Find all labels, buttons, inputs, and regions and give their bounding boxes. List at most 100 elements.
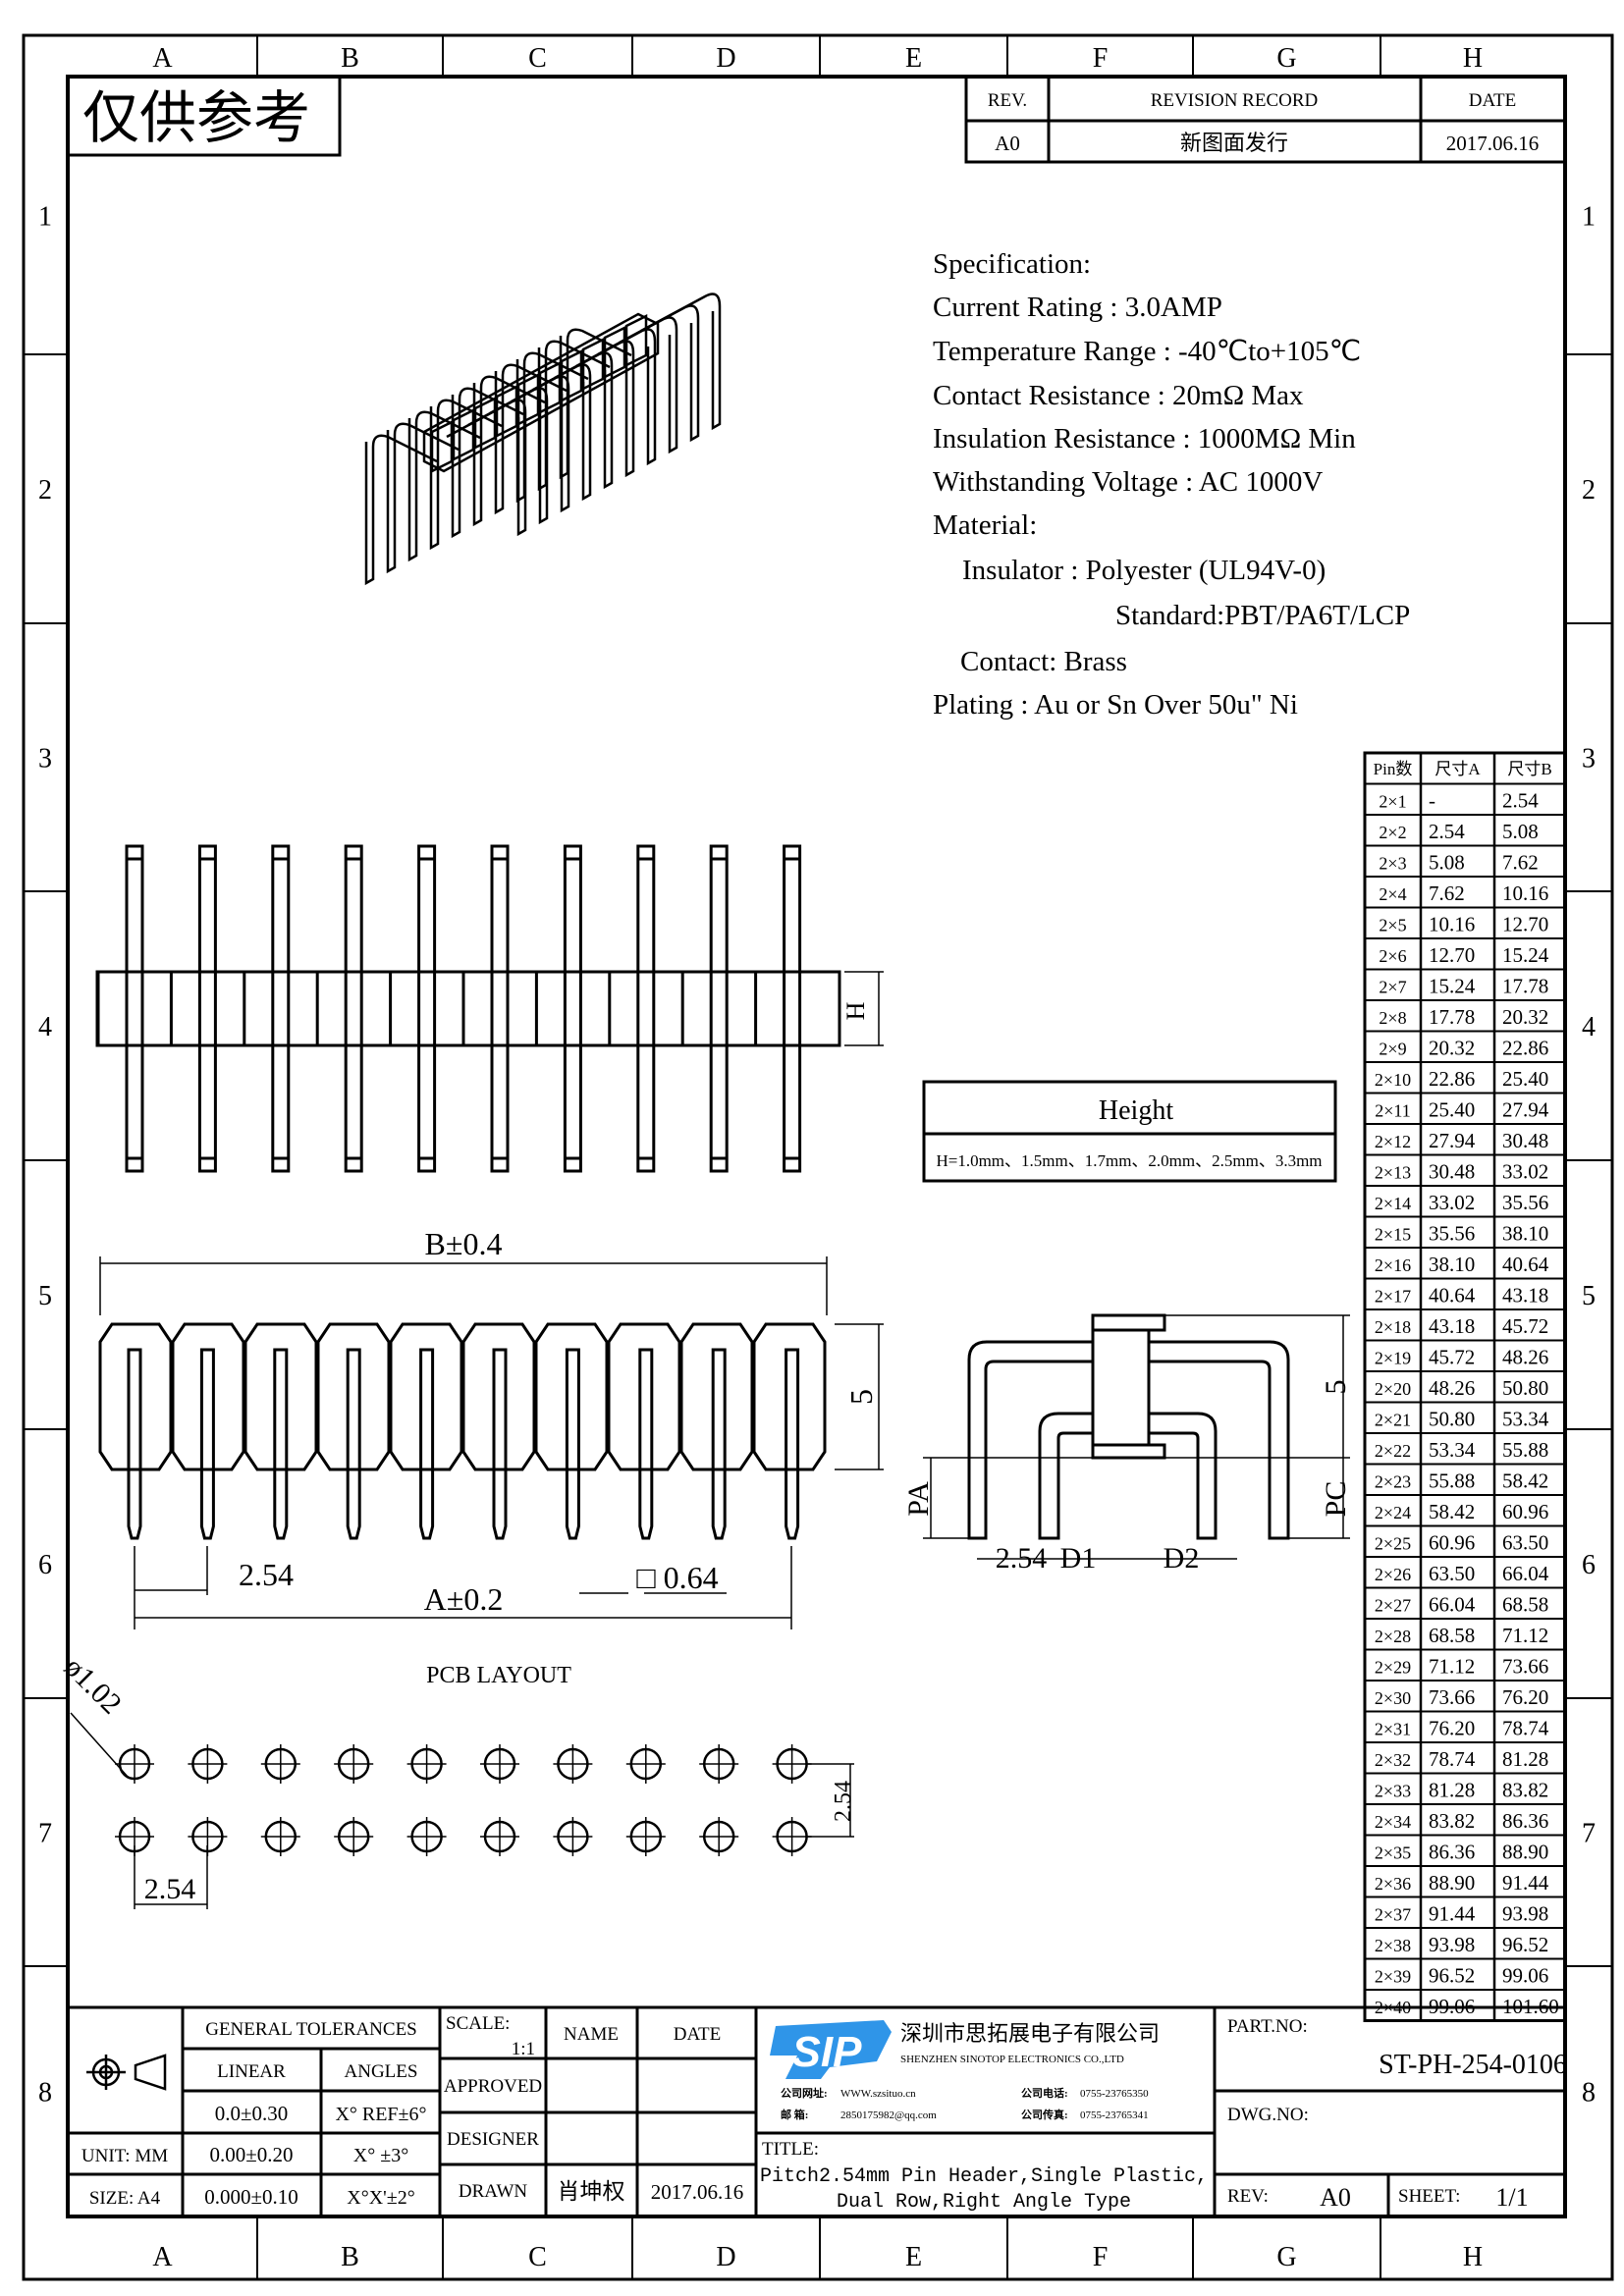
table-cell: 2×18 (1375, 1317, 1411, 1337)
pin-upper (640, 293, 722, 431)
table-header: 尺寸A (1435, 760, 1481, 778)
table-cell: 2×30 (1375, 1688, 1411, 1708)
table-cell: 2.54 (1429, 820, 1465, 843)
table-cell: 12.70 (1502, 913, 1548, 936)
linear-tolerance: 0.000±0.10 (204, 2185, 298, 2209)
table-cell: 5.08 (1429, 851, 1465, 875)
pin-upper (597, 316, 678, 454)
row-number: 5 (38, 1281, 52, 1311)
spec-line: Temperature Range : -40℃to+105℃ (933, 336, 1361, 367)
table-cell: 7.62 (1502, 851, 1539, 875)
projection-symbol-icon (86, 2054, 167, 2091)
company-logo: SIP (770, 2020, 892, 2079)
housing-cell (244, 1322, 318, 1471)
rev-value: A0 (995, 132, 1020, 155)
pcb-layout-title: PCB LAYOUT (426, 1663, 571, 1688)
pin-lower (559, 328, 632, 480)
spec-line: Plating : Au or Sn Over 50u" Ni (933, 689, 1298, 721)
column-letter: H (1463, 43, 1483, 74)
revision-record-header: REVISION RECORD (1151, 90, 1318, 111)
pin (271, 844, 291, 1173)
specification-block: Specification: Current Rating : 3.0AMP T… (933, 248, 1410, 721)
table-cell: 73.66 (1502, 1655, 1548, 1679)
table-cell: 2×39 (1375, 1967, 1411, 1987)
table-cell: 2×8 (1379, 1008, 1406, 1028)
row-number: 8 (38, 2078, 52, 2109)
angle-tolerance: X° ±3° (353, 2145, 408, 2166)
pin (419, 1348, 435, 1540)
table-cell: 17.78 (1502, 975, 1548, 998)
table-cell: 83.82 (1429, 1809, 1475, 1833)
row-number: 5 (1582, 1281, 1596, 1311)
table-cell: 33.02 (1502, 1160, 1548, 1184)
table-cell: 86.36 (1502, 1809, 1548, 1833)
table-cell: 63.50 (1429, 1562, 1475, 1585)
pin (125, 844, 144, 1173)
table-cell: 2×37 (1375, 1905, 1411, 1925)
side-view (923, 1313, 1350, 1560)
row-number: 4 (38, 1012, 52, 1042)
table-cell: 71.12 (1502, 1624, 1548, 1647)
front-h-label: H (841, 1001, 870, 1020)
drawn-by: 肖坤权 (558, 2179, 625, 2204)
fax: 0755-23765341 (1080, 2109, 1149, 2121)
date-header: DATE (1469, 90, 1517, 111)
spec-line: Contact Resistance : 20mΩ Max (933, 380, 1304, 411)
table-cell: 22.86 (1502, 1037, 1548, 1060)
table-cell: 2×20 (1375, 1379, 1411, 1399)
table-cell: 2×13 (1375, 1163, 1411, 1183)
table-cell: 73.66 (1429, 1685, 1475, 1709)
spec-line: Contact: Brass (960, 646, 1127, 677)
table-cell: 96.52 (1429, 1964, 1475, 1988)
d2-label: D2 (1164, 1542, 1200, 1575)
rev-value: A0 (1320, 2183, 1351, 2212)
table-cell: 2×32 (1375, 1750, 1411, 1770)
table-cell: 2×10 (1375, 1070, 1411, 1090)
linear-tolerance: 0.00±0.20 (209, 2143, 293, 2166)
pin (709, 844, 729, 1173)
row-number: 7 (38, 1819, 52, 1849)
table-cell: 93.98 (1502, 1902, 1548, 1926)
table-cell: 2×15 (1375, 1225, 1411, 1245)
scale-value: 1:1 (512, 2039, 535, 2059)
table-cell: 17.78 (1429, 1005, 1475, 1029)
table-header: 尺寸B (1507, 760, 1551, 778)
table-cell: 2×16 (1375, 1255, 1411, 1275)
column-letter: E (905, 2242, 922, 2272)
table-cell: 93.98 (1429, 1933, 1475, 1956)
table-cell: 48.26 (1502, 1346, 1548, 1369)
housing-cell (461, 1322, 536, 1471)
table-cell: 10.16 (1502, 881, 1548, 905)
table-cell: 12.70 (1429, 943, 1475, 967)
inner-pin-left (1038, 1412, 1093, 1540)
pin (638, 1348, 654, 1540)
table-cell: 2×4 (1379, 884, 1406, 904)
row-number: 8 (1582, 2078, 1596, 2109)
housing-fin (473, 396, 497, 451)
column-letter: D (716, 43, 735, 74)
row-number: 6 (1582, 1550, 1596, 1580)
table-cell: 55.88 (1502, 1438, 1548, 1462)
website: WWW.szsituo.cn (840, 2088, 916, 2100)
designer-label: DESIGNER (447, 2129, 539, 2150)
row-number: 2 (1582, 475, 1596, 506)
company-name-en: SHENZHEN SINOTOP ELECTRONICS CO.,LTD (900, 2054, 1124, 2065)
website-label: 公司网址: (781, 2086, 828, 2100)
table-cell: 2×31 (1375, 1720, 1411, 1739)
column-letter: E (905, 43, 922, 74)
spec-line: Standard:PBT/PA6T/LCP (1115, 600, 1410, 631)
